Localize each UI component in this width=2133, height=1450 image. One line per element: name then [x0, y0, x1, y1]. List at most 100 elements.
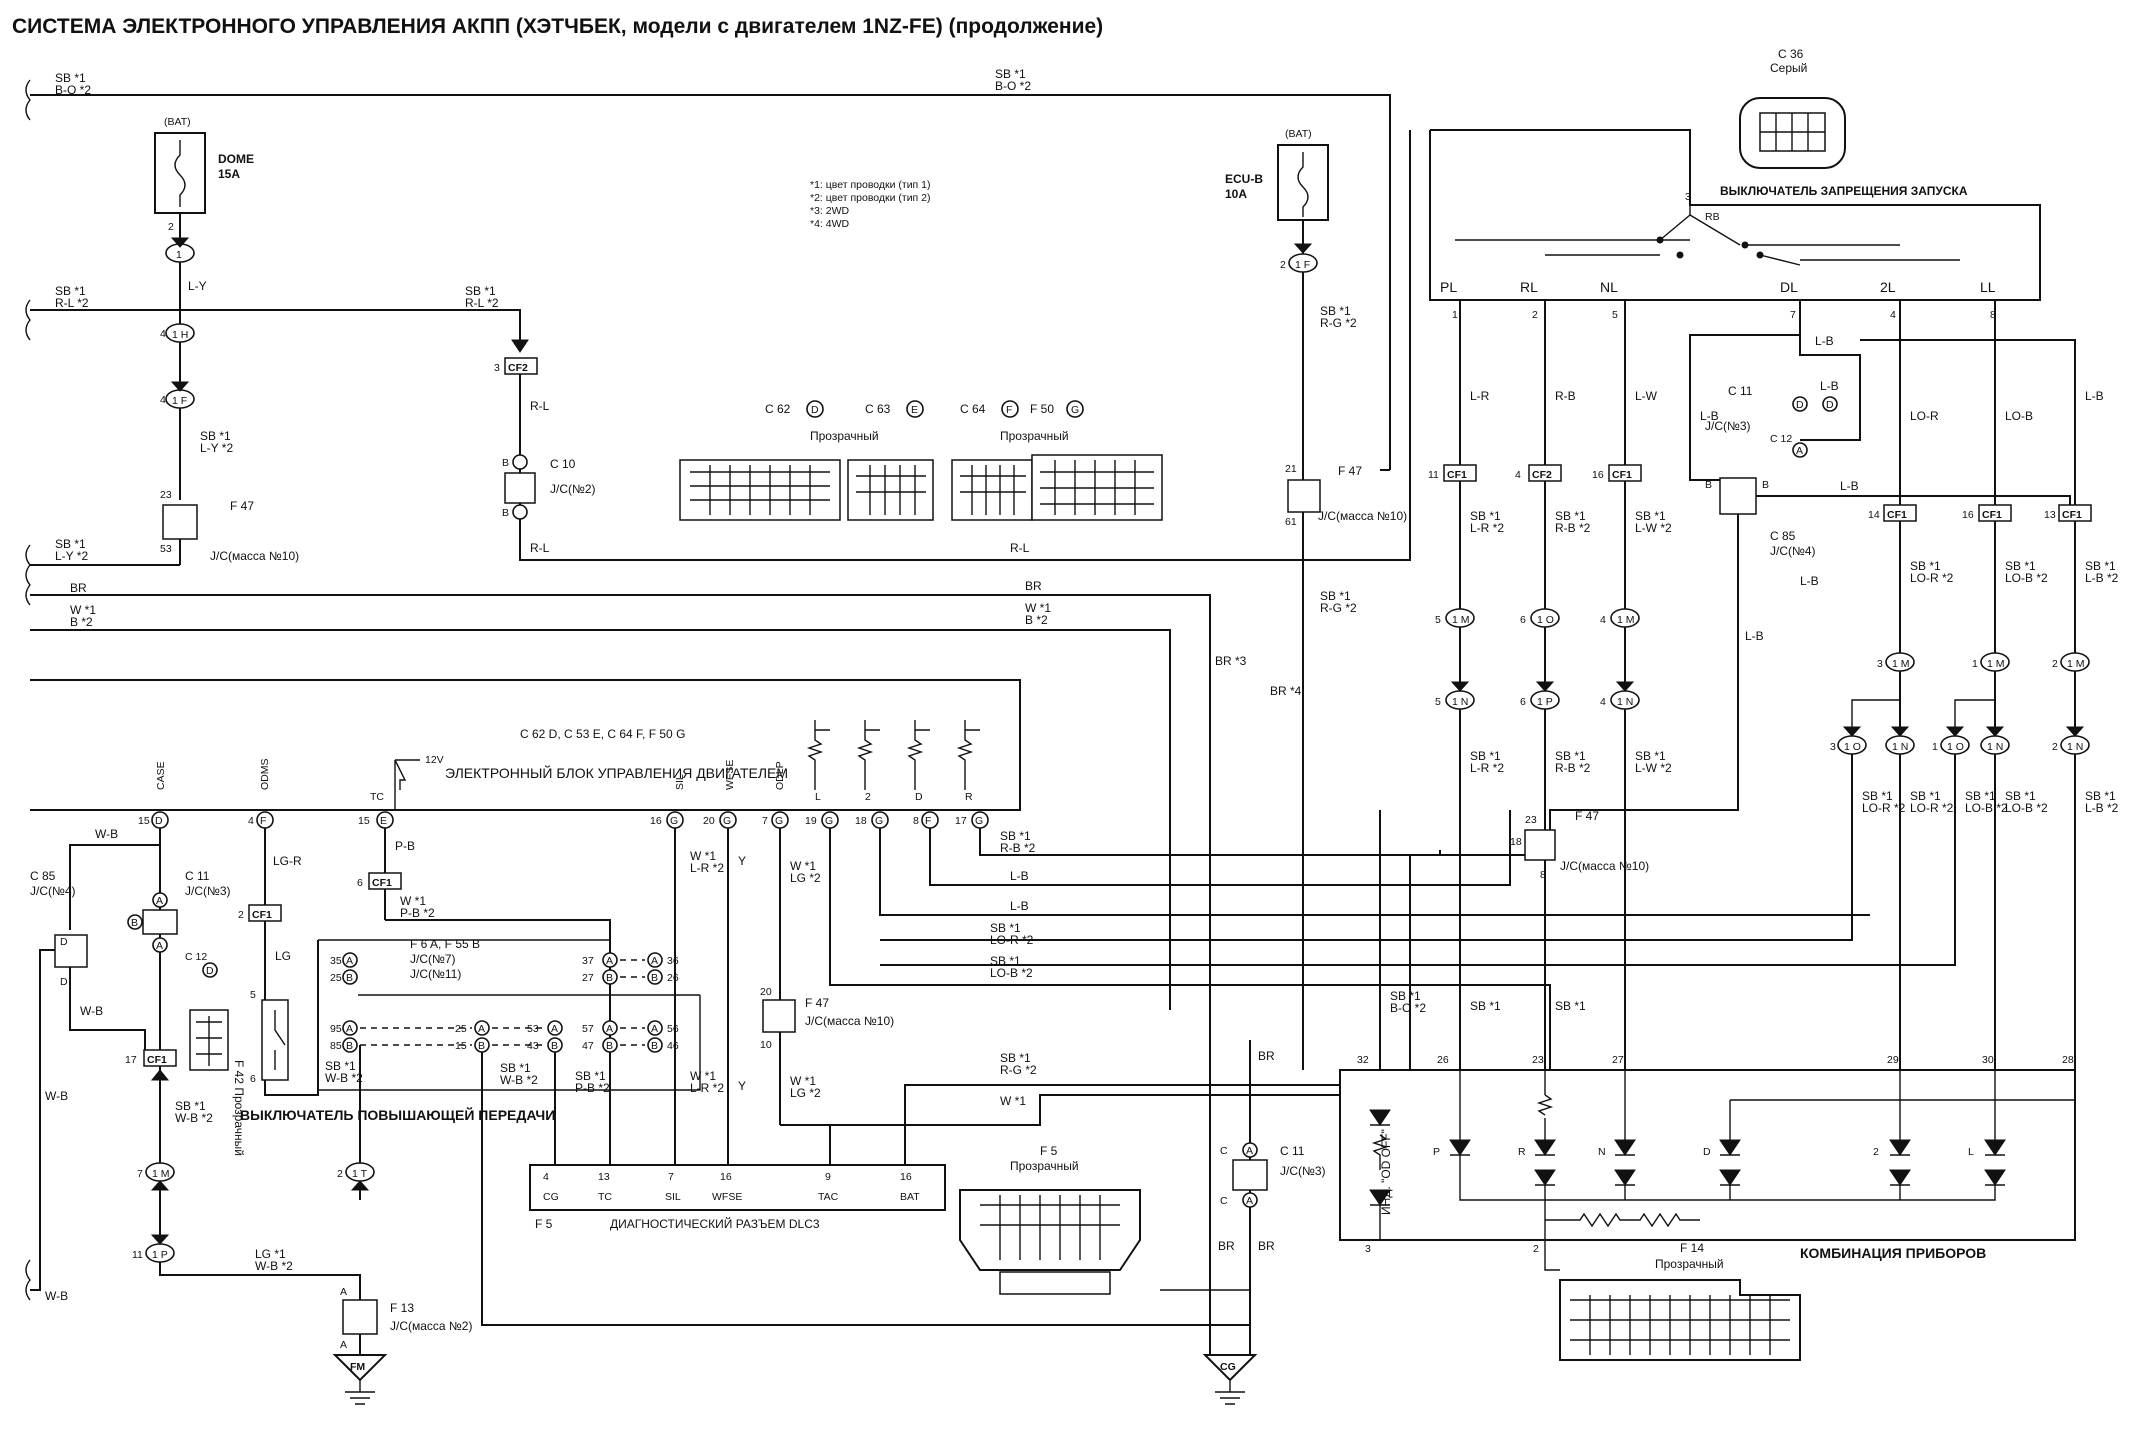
- svg-text:4: 4: [160, 394, 166, 406]
- component-label: ЭЛЕКТРОННЫЙ БЛОК УПРАВЛЕНИЯ ДВИГАТЕЛЕМ: [445, 764, 788, 781]
- wire-label: BR: [1258, 1239, 1275, 1253]
- svg-text:1 M: 1 M: [1617, 614, 1635, 626]
- svg-text:D: D: [60, 976, 68, 988]
- jc2-column: CF2 3 R-L B B C 10 J/C(№2) R-L R-L: [494, 130, 1411, 561]
- svg-text:1 N: 1 N: [1452, 696, 1468, 708]
- ecu-pin: SIL: [674, 774, 686, 790]
- nss-pin: NL: [1600, 279, 1618, 295]
- svg-text:1: 1: [1452, 309, 1458, 321]
- svg-text:G: G: [825, 815, 833, 827]
- svg-text:A: A: [346, 1023, 353, 1035]
- wire-label: SB *1: [1555, 749, 1586, 763]
- svg-text:1 O: 1 O: [1947, 741, 1964, 753]
- wire-label: SB *1: [995, 67, 1026, 81]
- case-jc-left: W-B C 85 J/C(№4) D D W-B W-B W-B A A B C…: [30, 827, 361, 1303]
- svg-text:16: 16: [900, 1171, 912, 1183]
- note: *3: 2WD: [810, 205, 850, 217]
- svg-text:5: 5: [1612, 309, 1618, 321]
- svg-text:1 O: 1 O: [1537, 614, 1554, 626]
- wire-label: B-O *2: [55, 83, 91, 97]
- svg-text:17: 17: [125, 1054, 137, 1066]
- wire-label: Y: [738, 854, 746, 868]
- wire-label: W-B *2: [175, 1111, 213, 1125]
- diagram-title: СИСТЕМА ЭЛЕКТРОННОГО УПРАВЛЕНИЯ АКПП (ХЭ…: [12, 15, 1103, 38]
- fuse-rating: 10A: [1225, 187, 1247, 201]
- svg-text:7: 7: [668, 1171, 674, 1183]
- svg-text:A: A: [346, 955, 353, 967]
- svg-text:27: 27: [1612, 1054, 1624, 1066]
- svg-text:95: 95: [330, 1023, 342, 1035]
- od-switch: LG-R CF1 2 LG 5 6 ВЫКЛЮЧАТЕЛЬ ПОВЫШАЮЩЕЙ…: [238, 828, 555, 1200]
- jc-label: F 47: [805, 996, 829, 1010]
- jc-label: C 11: [1728, 384, 1753, 398]
- dlc-pin: TC: [598, 1191, 612, 1203]
- top-bo-bus: SB *1 B-O *2 SB *1 B-O *2: [30, 67, 1391, 470]
- cluster-lamp: R: [1518, 1146, 1526, 1158]
- svg-text:A: A: [340, 1286, 347, 1298]
- component-label: ВЫКЛЮЧАТЕЛЬ ЗАПРЕЩЕНИЯ ЗАПУСКА: [1720, 184, 1968, 198]
- svg-text:10: 10: [760, 1039, 772, 1051]
- legend-type: Прозрачный: [810, 429, 879, 443]
- wire-label: W *1: [690, 849, 716, 863]
- svg-text:C: C: [1220, 1145, 1228, 1157]
- svg-text:A: A: [156, 940, 163, 952]
- component-label: ДИАГНОСТИЧЕСКИЙ РАЗЪЕМ DLC3: [610, 1216, 820, 1231]
- svg-text:B: B: [651, 972, 658, 984]
- svg-text:B: B: [606, 972, 613, 984]
- svg-text:1 F: 1 F: [1295, 259, 1310, 271]
- svg-text:B: B: [651, 1040, 658, 1052]
- svg-text:A: A: [156, 895, 163, 907]
- wire-label: L-B: [2085, 389, 2104, 403]
- jc-label: J/C(№3): [1705, 419, 1751, 433]
- svg-text:CF1: CF1: [1447, 469, 1467, 481]
- jc-label: C 11: [185, 869, 210, 883]
- svg-text:CF1: CF1: [252, 909, 272, 921]
- svg-text:CF2: CF2: [508, 362, 528, 374]
- svg-text:26: 26: [1437, 1054, 1449, 1066]
- svg-text:43: 43: [527, 1040, 539, 1052]
- connector-legend: C 62 D C 63 E C 64 F F 50 G Прозрачный П…: [679, 400, 1163, 521]
- svg-text:26: 26: [667, 972, 679, 984]
- wire-label: L-B: [1815, 334, 1834, 348]
- svg-text:4: 4: [1600, 696, 1606, 708]
- svg-text:1 M: 1 M: [1987, 658, 2005, 670]
- wire-label: SB *1: [990, 954, 1021, 968]
- wire-label: SB *1: [1320, 304, 1351, 318]
- wire-label: SB *1: [1965, 789, 1996, 803]
- wire-label: W *1: [790, 859, 816, 873]
- svg-text:4: 4: [1890, 309, 1896, 321]
- dlc-pin: WFSE: [712, 1191, 742, 1203]
- svg-text:16: 16: [720, 1171, 732, 1183]
- svg-text:6: 6: [250, 1073, 256, 1085]
- cluster-lamp: P: [1433, 1146, 1440, 1158]
- f5-connector-icon: F 5 Прозрачный: [959, 1144, 1251, 1295]
- f42-connector: F 42 Прозрачный: [189, 1009, 246, 1156]
- wire-label: W *1: [1025, 601, 1051, 615]
- svg-text:3: 3: [1877, 658, 1883, 670]
- wire-label: L-W: [1635, 389, 1658, 403]
- ecu-pin: R: [965, 791, 973, 803]
- wire-label: LO-R: [1910, 409, 1939, 423]
- wire-label: BR: [70, 581, 87, 595]
- jc7-jc11: F 6 A, F 55 B J/C(№7) J/C(№11) A B 3525 …: [317, 937, 1250, 1326]
- svg-text:1 F: 1 F: [172, 395, 187, 407]
- svg-text:4: 4: [1600, 614, 1606, 626]
- wire-label: SB *1: [1910, 789, 1941, 803]
- svg-text:1 N: 1 N: [1617, 696, 1633, 708]
- connector-type: Прозрачный: [1010, 1159, 1079, 1173]
- svg-text:RB: RB: [1705, 211, 1720, 223]
- svg-text:3: 3: [1830, 741, 1836, 753]
- svg-text:23: 23: [1532, 1054, 1544, 1066]
- svg-text:1 M: 1 M: [152, 1168, 170, 1180]
- ecu-pin: ODMS: [259, 759, 271, 791]
- wire-label: SB *1: [55, 71, 86, 85]
- wire-label: SB *1: [1635, 749, 1666, 763]
- dlc3-ref: F 5: [535, 1217, 553, 1231]
- svg-text:B: B: [502, 507, 509, 519]
- tc-wire: CF1 6 P-B W *1 P-B *2: [357, 828, 611, 1160]
- svg-text:A: A: [651, 955, 658, 967]
- wire-label: SB *1: [1555, 999, 1586, 1013]
- svg-text:A: A: [606, 955, 613, 967]
- svg-text:23: 23: [1525, 814, 1537, 826]
